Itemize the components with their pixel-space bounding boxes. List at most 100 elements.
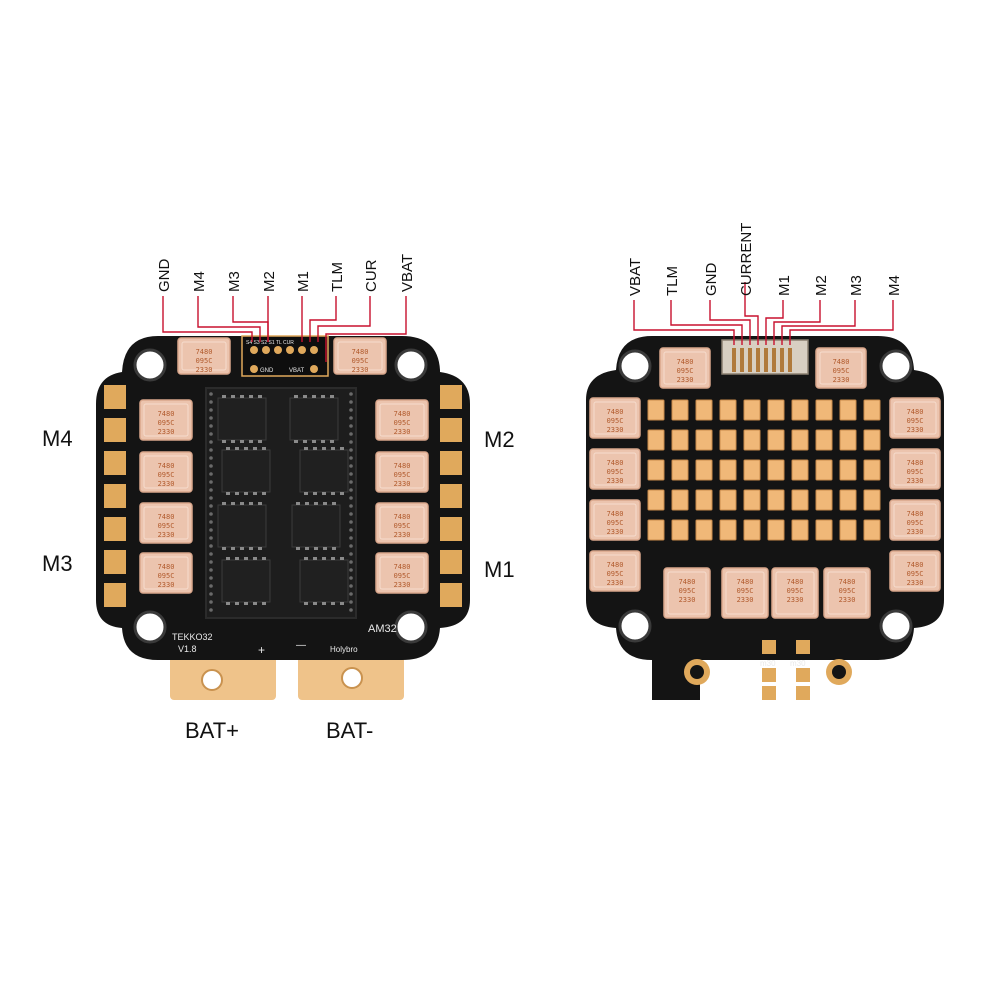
- via-dot: [209, 600, 213, 604]
- right-leader-lines: [633, 282, 894, 345]
- capacitor-marking: 2330: [158, 480, 175, 488]
- silk-brand: Holybro: [330, 645, 358, 654]
- via-dot: [209, 592, 213, 596]
- via-dot: [209, 424, 213, 428]
- heatsink-fin: [743, 519, 761, 541]
- capacitor-marking: 2330: [607, 528, 624, 536]
- r-bat-pad-left-hole: [690, 665, 704, 679]
- heatsink-fin: [839, 489, 857, 511]
- via-dot: [209, 408, 213, 412]
- right-esc-board-back: 7480095C23307480095C23307480095C23307480…: [586, 223, 944, 700]
- capacitor-marking: 2330: [607, 579, 624, 587]
- capacitor-marking: 2330: [158, 531, 175, 539]
- capacitor-marking: 2330: [839, 596, 856, 604]
- heatsink-fin: [863, 519, 881, 541]
- capacitor-marking: 7480: [352, 348, 369, 356]
- heatsink-fin: [743, 459, 761, 481]
- mount-hole-bl: [133, 610, 167, 644]
- heatsink-fin: [671, 519, 689, 541]
- capacitor-marking: 095C: [158, 471, 175, 479]
- capacitor-marking: 7480: [607, 459, 624, 467]
- capacitor-marking: 2330: [158, 581, 175, 589]
- heatsink-fin: [767, 429, 785, 451]
- capacitor-marking: 2330: [907, 477, 924, 485]
- label-bat-plus: BAT+: [185, 718, 239, 743]
- capacitor-marking: 2330: [394, 581, 411, 589]
- capacitor-marking: 2330: [158, 428, 175, 436]
- via-dot: [209, 440, 213, 444]
- capacitor-marking: 2330: [679, 596, 696, 604]
- via-dot: [209, 456, 213, 460]
- heatsink-fin: [671, 399, 689, 421]
- heatsink-fin: [863, 489, 881, 511]
- connector-pin: [732, 348, 736, 372]
- capacitor-marking: 2330: [907, 579, 924, 587]
- capacitor-marking: 095C: [907, 468, 924, 476]
- capacitor-marking: 095C: [158, 522, 175, 530]
- via-dot: [349, 600, 353, 604]
- via-dot: [209, 576, 213, 580]
- via-dot: [349, 584, 353, 588]
- capacitor-marking: 7480: [394, 462, 411, 470]
- capacitor-marking: 2330: [907, 426, 924, 434]
- via-dot: [209, 432, 213, 436]
- right-capacitors: 7480095C23307480095C23307480095C23307480…: [589, 347, 941, 619]
- connector-pins: [732, 348, 792, 372]
- via-dot: [209, 536, 213, 540]
- capacitor-marking: 7480: [394, 410, 411, 418]
- via-dot: [209, 416, 213, 420]
- heatsink-fin: [719, 429, 737, 451]
- silk-pin-row: S4 S3 S2 S1 TL CUR: [246, 340, 294, 346]
- via-dot: [349, 408, 353, 412]
- capacitor-marking: 7480: [677, 358, 694, 366]
- connector-pin: [756, 348, 760, 372]
- capacitor-marking: 095C: [158, 419, 175, 427]
- heatsink-fin: [815, 429, 833, 451]
- capacitor-marking: 7480: [679, 578, 696, 586]
- mosfet-chip: [291, 502, 341, 550]
- capacitor-marking: 7480: [607, 408, 624, 416]
- heatsink-grid: [647, 399, 881, 541]
- capacitor-marking: 095C: [352, 357, 369, 365]
- heatsink-fin: [767, 489, 785, 511]
- capacitor-marking: 7480: [394, 563, 411, 571]
- heatsink-fin: [743, 399, 761, 421]
- capacitor-marking: 095C: [677, 367, 694, 375]
- signal-pads: [250, 346, 318, 373]
- via-dot: [209, 528, 213, 532]
- capacitor-marking: 095C: [839, 587, 856, 595]
- mosfet-chip: [217, 502, 267, 550]
- label-bat-minus: BAT-: [326, 718, 373, 743]
- via-dot: [209, 560, 213, 564]
- label-m2: M2: [484, 427, 515, 452]
- heatsink-fin: [791, 429, 809, 451]
- via-dot: [209, 472, 213, 476]
- left-leader-lines: [162, 296, 407, 362]
- connector-pin: [764, 348, 768, 372]
- heatsink-fin: [695, 429, 713, 451]
- heatsink-fin: [863, 429, 881, 451]
- via-dot: [349, 448, 353, 452]
- connector-pin: [772, 348, 776, 372]
- capacitor-marking: 7480: [907, 510, 924, 518]
- via-dot: [349, 504, 353, 508]
- heatsink-fin: [791, 489, 809, 511]
- heatsink-fin: [695, 399, 713, 421]
- right-pin-label-tlm: TLM: [664, 266, 681, 296]
- heatsink-fin: [647, 429, 665, 451]
- heatsink-fin: [671, 489, 689, 511]
- connector-pin: [748, 348, 752, 372]
- capacitor-marking: 095C: [787, 587, 804, 595]
- heatsink-fin: [791, 519, 809, 541]
- mosfet-chip: [217, 395, 267, 443]
- capacitor-marking: 2330: [394, 531, 411, 539]
- mosfet-chip: [221, 447, 271, 495]
- mosfet-chip: [299, 447, 349, 495]
